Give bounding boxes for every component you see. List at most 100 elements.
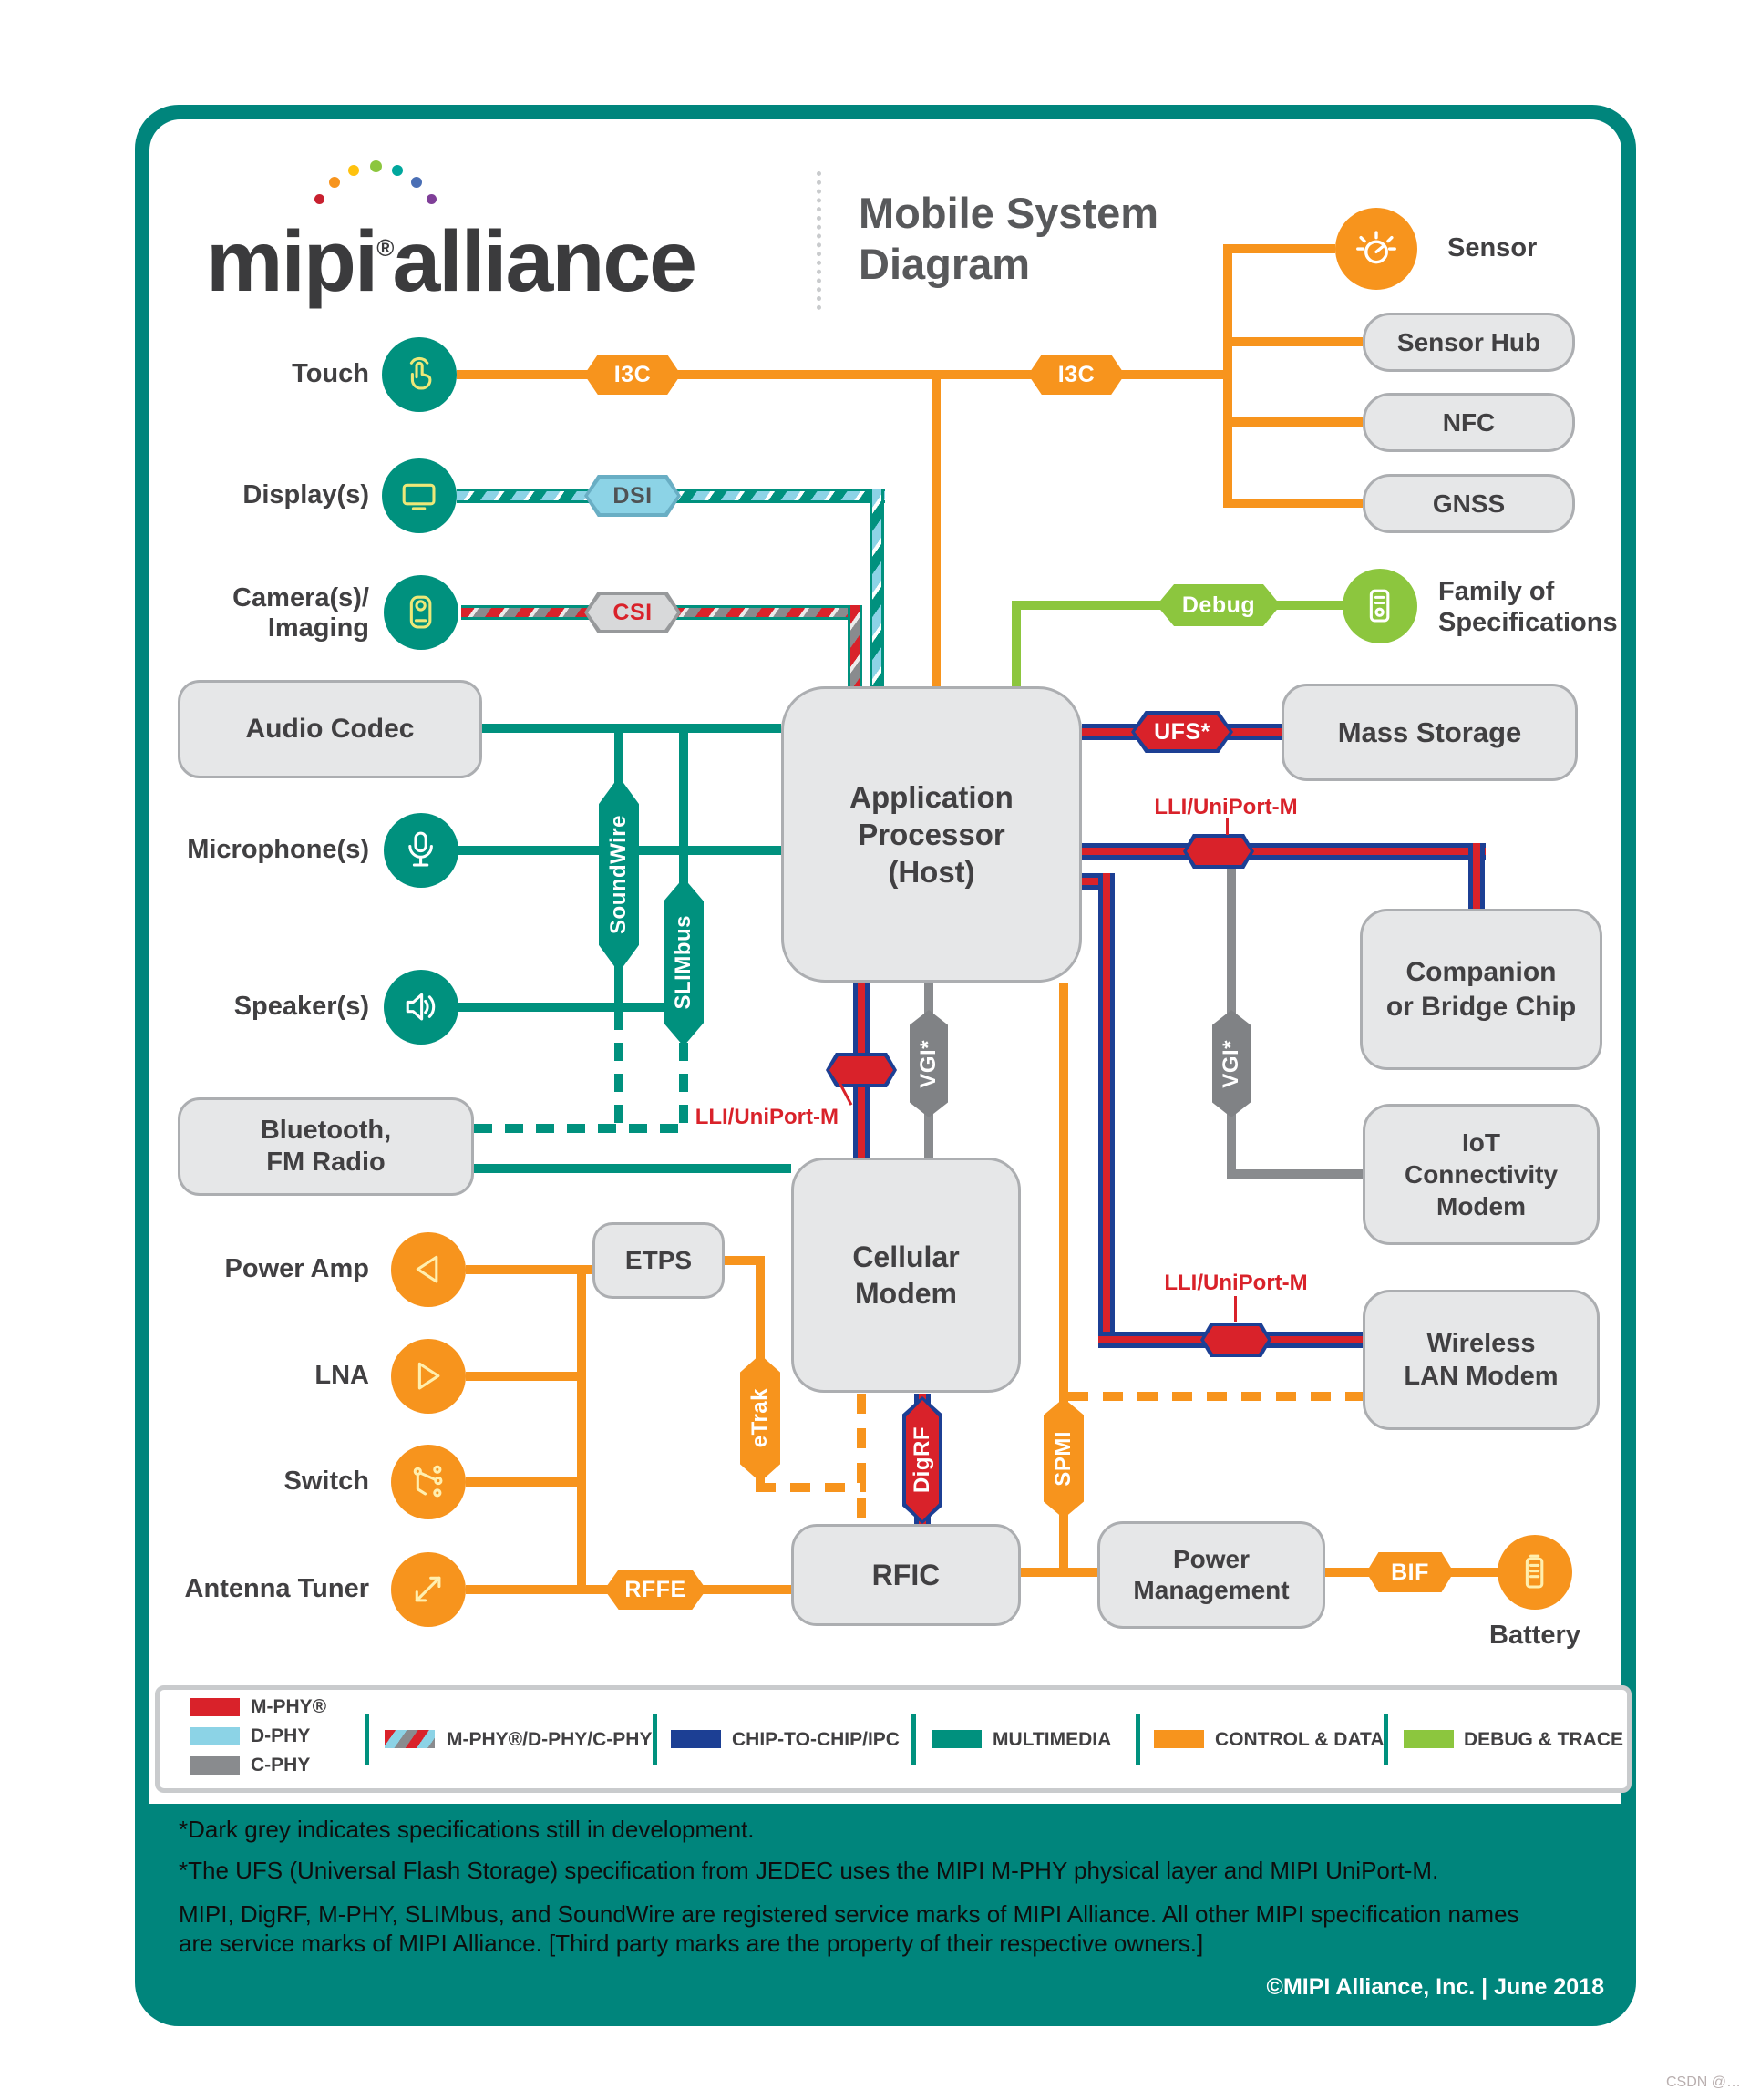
wlan-label-line1: Wireless xyxy=(1426,1329,1536,1358)
legend-dphy-label: D-PHY xyxy=(251,1725,311,1746)
ap-label-line2: Processor xyxy=(858,818,1005,851)
display-node xyxy=(382,458,457,533)
mass-storage-box: Mass Storage xyxy=(1282,684,1578,781)
rf-front-end-bus-vertical xyxy=(577,1270,586,1594)
power-amp-stub-line xyxy=(466,1265,592,1274)
logo-registered-mark: ® xyxy=(376,234,394,262)
etrak-dashed-horizontal xyxy=(756,1483,866,1492)
lli-wlan-vertical xyxy=(1098,873,1115,1348)
etps-label: ETPS xyxy=(624,1246,693,1274)
nfc-label: NFC xyxy=(1442,407,1496,437)
lna-stub-line xyxy=(466,1372,586,1381)
power-amp-icon xyxy=(417,1256,438,1283)
specification-document-icon xyxy=(1370,590,1390,623)
sensor-label: Sensor xyxy=(1447,233,1538,262)
soundwire-badge: SoundWire xyxy=(599,777,639,973)
page-title-line2: Diagram xyxy=(859,240,1031,288)
power-management-box: Power Management xyxy=(1097,1521,1325,1629)
rfic-box: RFIC xyxy=(791,1524,1021,1626)
bluetooth-dashed-line xyxy=(474,1124,688,1133)
logo-dot xyxy=(427,194,437,204)
i3c-badge-left: I3C xyxy=(584,355,681,395)
legend-control-label: CONTROL & DATA xyxy=(1215,1729,1385,1750)
displays-label: Display(s) xyxy=(242,480,369,510)
page-title-line1: Mobile System xyxy=(859,189,1159,237)
battery-icon xyxy=(1526,1555,1544,1589)
legend-chip-label: CHIP-TO-CHIP/IPC xyxy=(732,1729,900,1750)
wlan-dashed-control-line xyxy=(1068,1392,1363,1401)
footnote-ufs: *The UFS (Universal Flash Storage) speci… xyxy=(179,1857,1439,1884)
legend-divider xyxy=(1384,1714,1388,1765)
wlan-label-line2: LAN Modem xyxy=(1404,1362,1559,1391)
dsi-badge: DSI xyxy=(584,475,681,517)
gnss-label: GNSS xyxy=(1432,489,1506,518)
logo-dot xyxy=(329,177,340,188)
logo-dot xyxy=(411,177,422,188)
legend-mphy-swatch xyxy=(190,1698,240,1716)
logo-mipi: mipi xyxy=(206,213,378,310)
cellular-modem-box: Cellular Modem xyxy=(791,1158,1021,1393)
legend-combo-swatch xyxy=(385,1730,435,1748)
digrf-badge: DigRF xyxy=(902,1396,942,1524)
nfc-box: NFC xyxy=(1363,393,1575,452)
sensor-hub-box: Sensor Hub xyxy=(1363,313,1575,372)
lna-node xyxy=(391,1339,466,1414)
audio-codec-to-ap-line xyxy=(482,724,781,733)
legend-cphy-label: C-PHY xyxy=(251,1755,311,1776)
lli-node-cellular xyxy=(826,1053,897,1087)
legend-debug-label: DEBUG & TRACE xyxy=(1464,1729,1624,1750)
family-of-specifications-node xyxy=(1343,569,1417,643)
sensor-stub-line xyxy=(1228,244,1335,253)
legend-combo-label: M-PHY®/D-PHY/C-PHY xyxy=(447,1729,653,1750)
mipi-alliance-logo: mipi®alliance xyxy=(206,202,697,310)
battery-label: Battery xyxy=(1489,1621,1580,1650)
ap-label-line1: Application xyxy=(849,780,1014,814)
csi-to-ap-vertical xyxy=(848,605,862,686)
lli-label-cellular: LLI/UniPort-M xyxy=(695,1105,839,1129)
etrak-dashed-vertical xyxy=(857,1394,866,1524)
etrak-badge: eTrak xyxy=(740,1354,780,1482)
application-processor-box: Application Processor (Host) xyxy=(781,686,1082,983)
csi-badge: CSI xyxy=(584,592,681,633)
cellular-label-line2: Modem xyxy=(855,1277,957,1310)
touch-label: Touch xyxy=(292,359,369,388)
sensor-hub-stub-line xyxy=(1232,337,1363,346)
legend-divider xyxy=(1136,1714,1140,1765)
logo-dot xyxy=(314,194,324,204)
touch-icon xyxy=(410,357,432,390)
microphones-label: Microphone(s) xyxy=(187,835,369,864)
microphone-node xyxy=(384,813,458,888)
companion-label-line2: or Bridge Chip xyxy=(1385,991,1577,1022)
legend-divider xyxy=(365,1714,369,1765)
battery-node xyxy=(1498,1535,1572,1610)
rffe-badge: RFFE xyxy=(604,1570,706,1610)
cellular-label-line1: Cellular xyxy=(852,1240,960,1273)
legend-chip-swatch xyxy=(671,1730,721,1748)
power-amp-node xyxy=(391,1232,466,1307)
legend-control-swatch xyxy=(1154,1730,1204,1748)
lli-node-wlan xyxy=(1200,1323,1271,1357)
logo-alliance: alliance xyxy=(392,213,697,310)
debug-badge: Debug xyxy=(1157,584,1281,626)
legend-dphy-swatch xyxy=(190,1727,240,1745)
lli-pointer-companion xyxy=(1226,818,1229,835)
pm-label-line2: Management xyxy=(1133,1576,1290,1604)
lli-companion-horizontal xyxy=(1082,843,1486,860)
logo-dot xyxy=(392,165,403,176)
lna-label: LNA xyxy=(314,1361,369,1390)
audio-codec-label: Audio Codec xyxy=(245,714,415,744)
ap-label-line3: (Host) xyxy=(888,855,975,889)
legend-mphy-label: M-PHY® xyxy=(251,1696,327,1717)
antenna-tuner-node xyxy=(391,1552,466,1627)
legend-multimedia-swatch xyxy=(932,1730,982,1748)
iot-label-line2: Connectivity xyxy=(1404,1160,1559,1189)
bluetooth-label-line1: Bluetooth, xyxy=(260,1116,392,1145)
power-amp-label: Power Amp xyxy=(224,1254,369,1283)
iot-label-line3: Modem xyxy=(1436,1192,1526,1220)
speaker-icon xyxy=(407,993,436,1021)
header-separator xyxy=(817,171,821,310)
legend-divider xyxy=(911,1714,916,1765)
footnote-trademarks-line1: MIPI, DigRF, M-PHY, SLIMbus, and SoundWi… xyxy=(179,1900,1519,1928)
speaker-node xyxy=(384,970,458,1045)
spmi-vertical-line xyxy=(1059,983,1068,1577)
